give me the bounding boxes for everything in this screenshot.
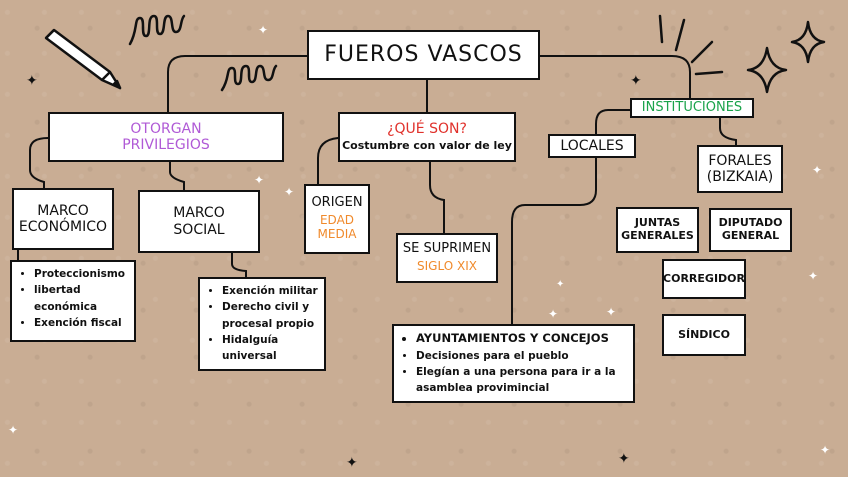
spark-lines-icon <box>652 12 732 86</box>
small-star-icon: ✦ <box>548 307 559 321</box>
que-son-box: ¿QUÉ SON? Costumbre con valor de ley <box>338 112 516 162</box>
list-item: libertad económica <box>34 282 128 315</box>
small-star-icon: ✦ <box>556 279 565 290</box>
sparkle-star-icon <box>746 46 788 98</box>
marco-economico-box: MARCO ECONÓMICO <box>12 188 114 250</box>
sindico-box: SÍNDICO <box>662 314 746 356</box>
page-title: FUEROS VASCOS <box>324 42 523 68</box>
small-star-icon: ✦ <box>346 455 358 471</box>
small-star-icon: ✦ <box>630 73 642 89</box>
marco-economico-list: Proteccionismo libertad económica Exenci… <box>10 260 136 342</box>
forales-line2: (BIZKAIA) <box>706 169 774 185</box>
marco-economico-line1: MARCO <box>37 202 89 219</box>
small-star-icon: ✦ <box>254 173 265 187</box>
otorgan-line2: PRIVILEGIOS <box>122 137 210 153</box>
locales-label: LOCALES <box>560 137 624 154</box>
juntas-line1: JUNTAS <box>634 216 681 230</box>
diputado-general-box: DIPUTADO GENERAL <box>709 208 792 252</box>
instituciones-box: INSTITUCIONES <box>630 98 754 118</box>
small-star-icon: ✦ <box>258 23 269 37</box>
list-item: Proteccionismo <box>34 266 128 282</box>
se-suprimen-label: SE SUPRIMEN <box>402 241 492 257</box>
forales-box: FORALES (BIZKAIA) <box>697 145 783 193</box>
sparkle-star-icon <box>790 20 826 68</box>
diputado-line1: DIPUTADO <box>718 216 783 230</box>
marco-social-box: MARCO SOCIAL <box>138 190 260 253</box>
small-star-icon: ✦ <box>8 423 19 437</box>
sindico-label: SÍNDICO <box>678 327 730 341</box>
small-star-icon: ✦ <box>26 73 38 89</box>
small-star-icon: ✦ <box>820 443 831 457</box>
instituciones-label: INSTITUCIONES <box>641 99 743 115</box>
marco-social-line2: SOCIAL <box>173 221 225 238</box>
list-item: Elegían a una persona para ir a la asamb… <box>416 364 627 397</box>
list-item: Exención militar <box>222 283 318 299</box>
small-star-icon: ✦ <box>618 451 630 467</box>
scribble-icon <box>126 10 188 54</box>
otorgan-privilegios-box: OTORGAN PRIVILEGIOS <box>48 112 284 162</box>
origen-line1: EDAD <box>319 213 355 228</box>
list-item: Derecho civil y procesal propio <box>222 299 318 332</box>
otorgan-line1: OTORGAN <box>130 120 202 137</box>
corregidor-label: CORREGIDOR <box>663 271 745 285</box>
juntas-line2: GENERALES <box>621 229 694 242</box>
small-star-icon: ✦ <box>812 163 823 177</box>
marco-social-list: Exención militar Derecho civil y procesa… <box>198 277 326 371</box>
small-star-icon: ✦ <box>808 269 819 283</box>
locales-list-heading: AYUNTAMIENTOS Y CONCEJOS <box>416 330 627 348</box>
scribble-icon <box>218 62 280 100</box>
origen-label: ORIGEN <box>311 195 363 211</box>
corregidor-box: CORREGIDOR <box>662 259 746 299</box>
diputado-line2: GENERAL <box>721 229 780 242</box>
small-star-icon: ✦ <box>284 185 295 199</box>
origen-line2: MEDIA <box>317 226 357 241</box>
que-son-question: ¿QUÉ SON? <box>387 121 467 138</box>
se-suprimen-box: SE SUPRIMEN SIGLO XIX <box>396 233 498 283</box>
marco-economico-line2: ECONÓMICO <box>18 219 108 235</box>
locales-list: AYUNTAMIENTOS Y CONCEJOS Decisiones para… <box>392 324 635 403</box>
list-item: Decisiones para el pueblo <box>416 348 627 364</box>
origen-box: ORIGEN EDAD MEDIA <box>304 184 370 254</box>
list-item: Hidalguía universal <box>222 332 318 365</box>
title-box: FUEROS VASCOS <box>307 30 540 80</box>
se-suprimen-detail: SIGLO XIX <box>417 259 477 274</box>
small-star-icon: ✦ <box>606 305 617 319</box>
marco-social-line1: MARCO <box>173 205 225 222</box>
list-item: Exención fiscal <box>34 315 128 331</box>
pencil-icon <box>40 26 124 100</box>
que-son-answer: Costumbre con valor de ley <box>342 139 512 153</box>
locales-box: LOCALES <box>548 134 636 158</box>
juntas-generales-box: JUNTAS GENERALES <box>616 207 699 253</box>
forales-line1: FORALES <box>708 152 772 169</box>
